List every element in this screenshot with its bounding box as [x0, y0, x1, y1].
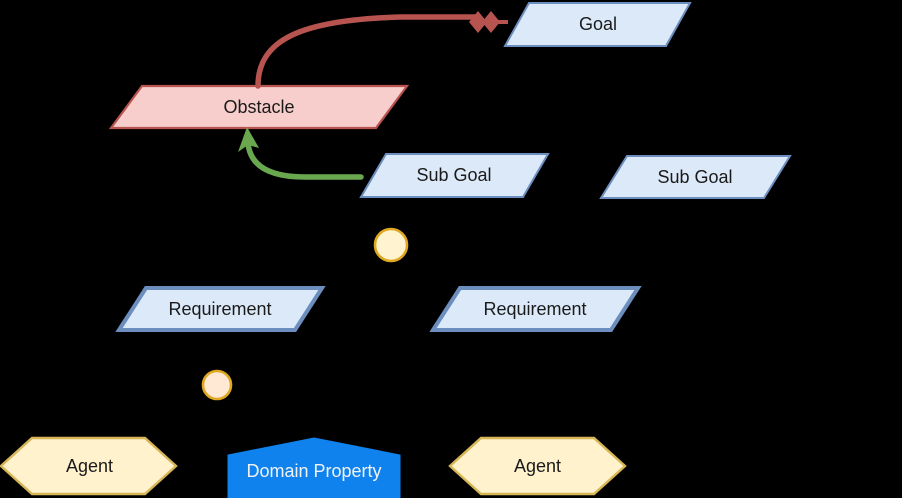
obstacle-shape[interactable] — [108, 84, 410, 130]
obstruction-double-diamond-marker — [469, 11, 487, 33]
link-subgoal-left-to-goal — [454, 46, 561, 154]
node-agent-left[interactable] — [0, 436, 178, 496]
link-req-left-to-refinement — [221, 257, 379, 288]
link-req-right-to-refinement — [403, 257, 538, 288]
resolution-link[interactable] — [238, 127, 364, 180]
node-refinement-top[interactable] — [373, 227, 409, 263]
resolution-link-path[interactable] — [245, 140, 364, 180]
obstruction-double-diamond-marker-2 — [482, 11, 500, 33]
node-goal[interactable] — [503, 1, 692, 47]
node-domain-property[interactable] — [227, 437, 401, 498]
subgoal-right-shape[interactable] — [599, 155, 792, 199]
refinement-circle-bottom[interactable] — [201, 369, 233, 401]
link-subgoal-right-to-goal — [639, 46, 701, 156]
subgoal-left-shape[interactable] — [359, 153, 550, 198]
node-obstacle[interactable] — [108, 84, 410, 130]
obstruction-link-path[interactable] — [255, 14, 481, 89]
agent-right-shape[interactable] — [448, 436, 627, 496]
obstruction-link[interactable] — [255, 11, 508, 89]
link-agent-left-to-refinement-bottom — [89, 397, 211, 438]
agent-left-shape[interactable] — [0, 436, 178, 496]
node-requirement-right[interactable] — [429, 286, 642, 332]
link-refinement-to-subgoal-left — [390, 197, 431, 229]
requirement-left-shape[interactable] — [115, 286, 326, 332]
node-refinement-bottom[interactable] — [201, 369, 233, 401]
resolution-arrowhead — [238, 127, 259, 152]
refinement-links-group — [89, 46, 701, 439]
node-subgoal-right[interactable] — [599, 155, 792, 199]
node-agent-right[interactable] — [448, 436, 627, 496]
link-domain-property-to-req-left — [249, 330, 315, 439]
requirement-right-shape[interactable] — [429, 286, 642, 332]
node-requirement-left[interactable] — [115, 286, 326, 332]
goal-shape[interactable] — [503, 1, 692, 47]
domain-property-shape[interactable] — [227, 437, 401, 498]
refinement-circle-top[interactable] — [373, 227, 409, 263]
link-refinement-bottom-to-req-left — [216, 330, 221, 371]
node-subgoal-left[interactable] — [359, 153, 550, 198]
